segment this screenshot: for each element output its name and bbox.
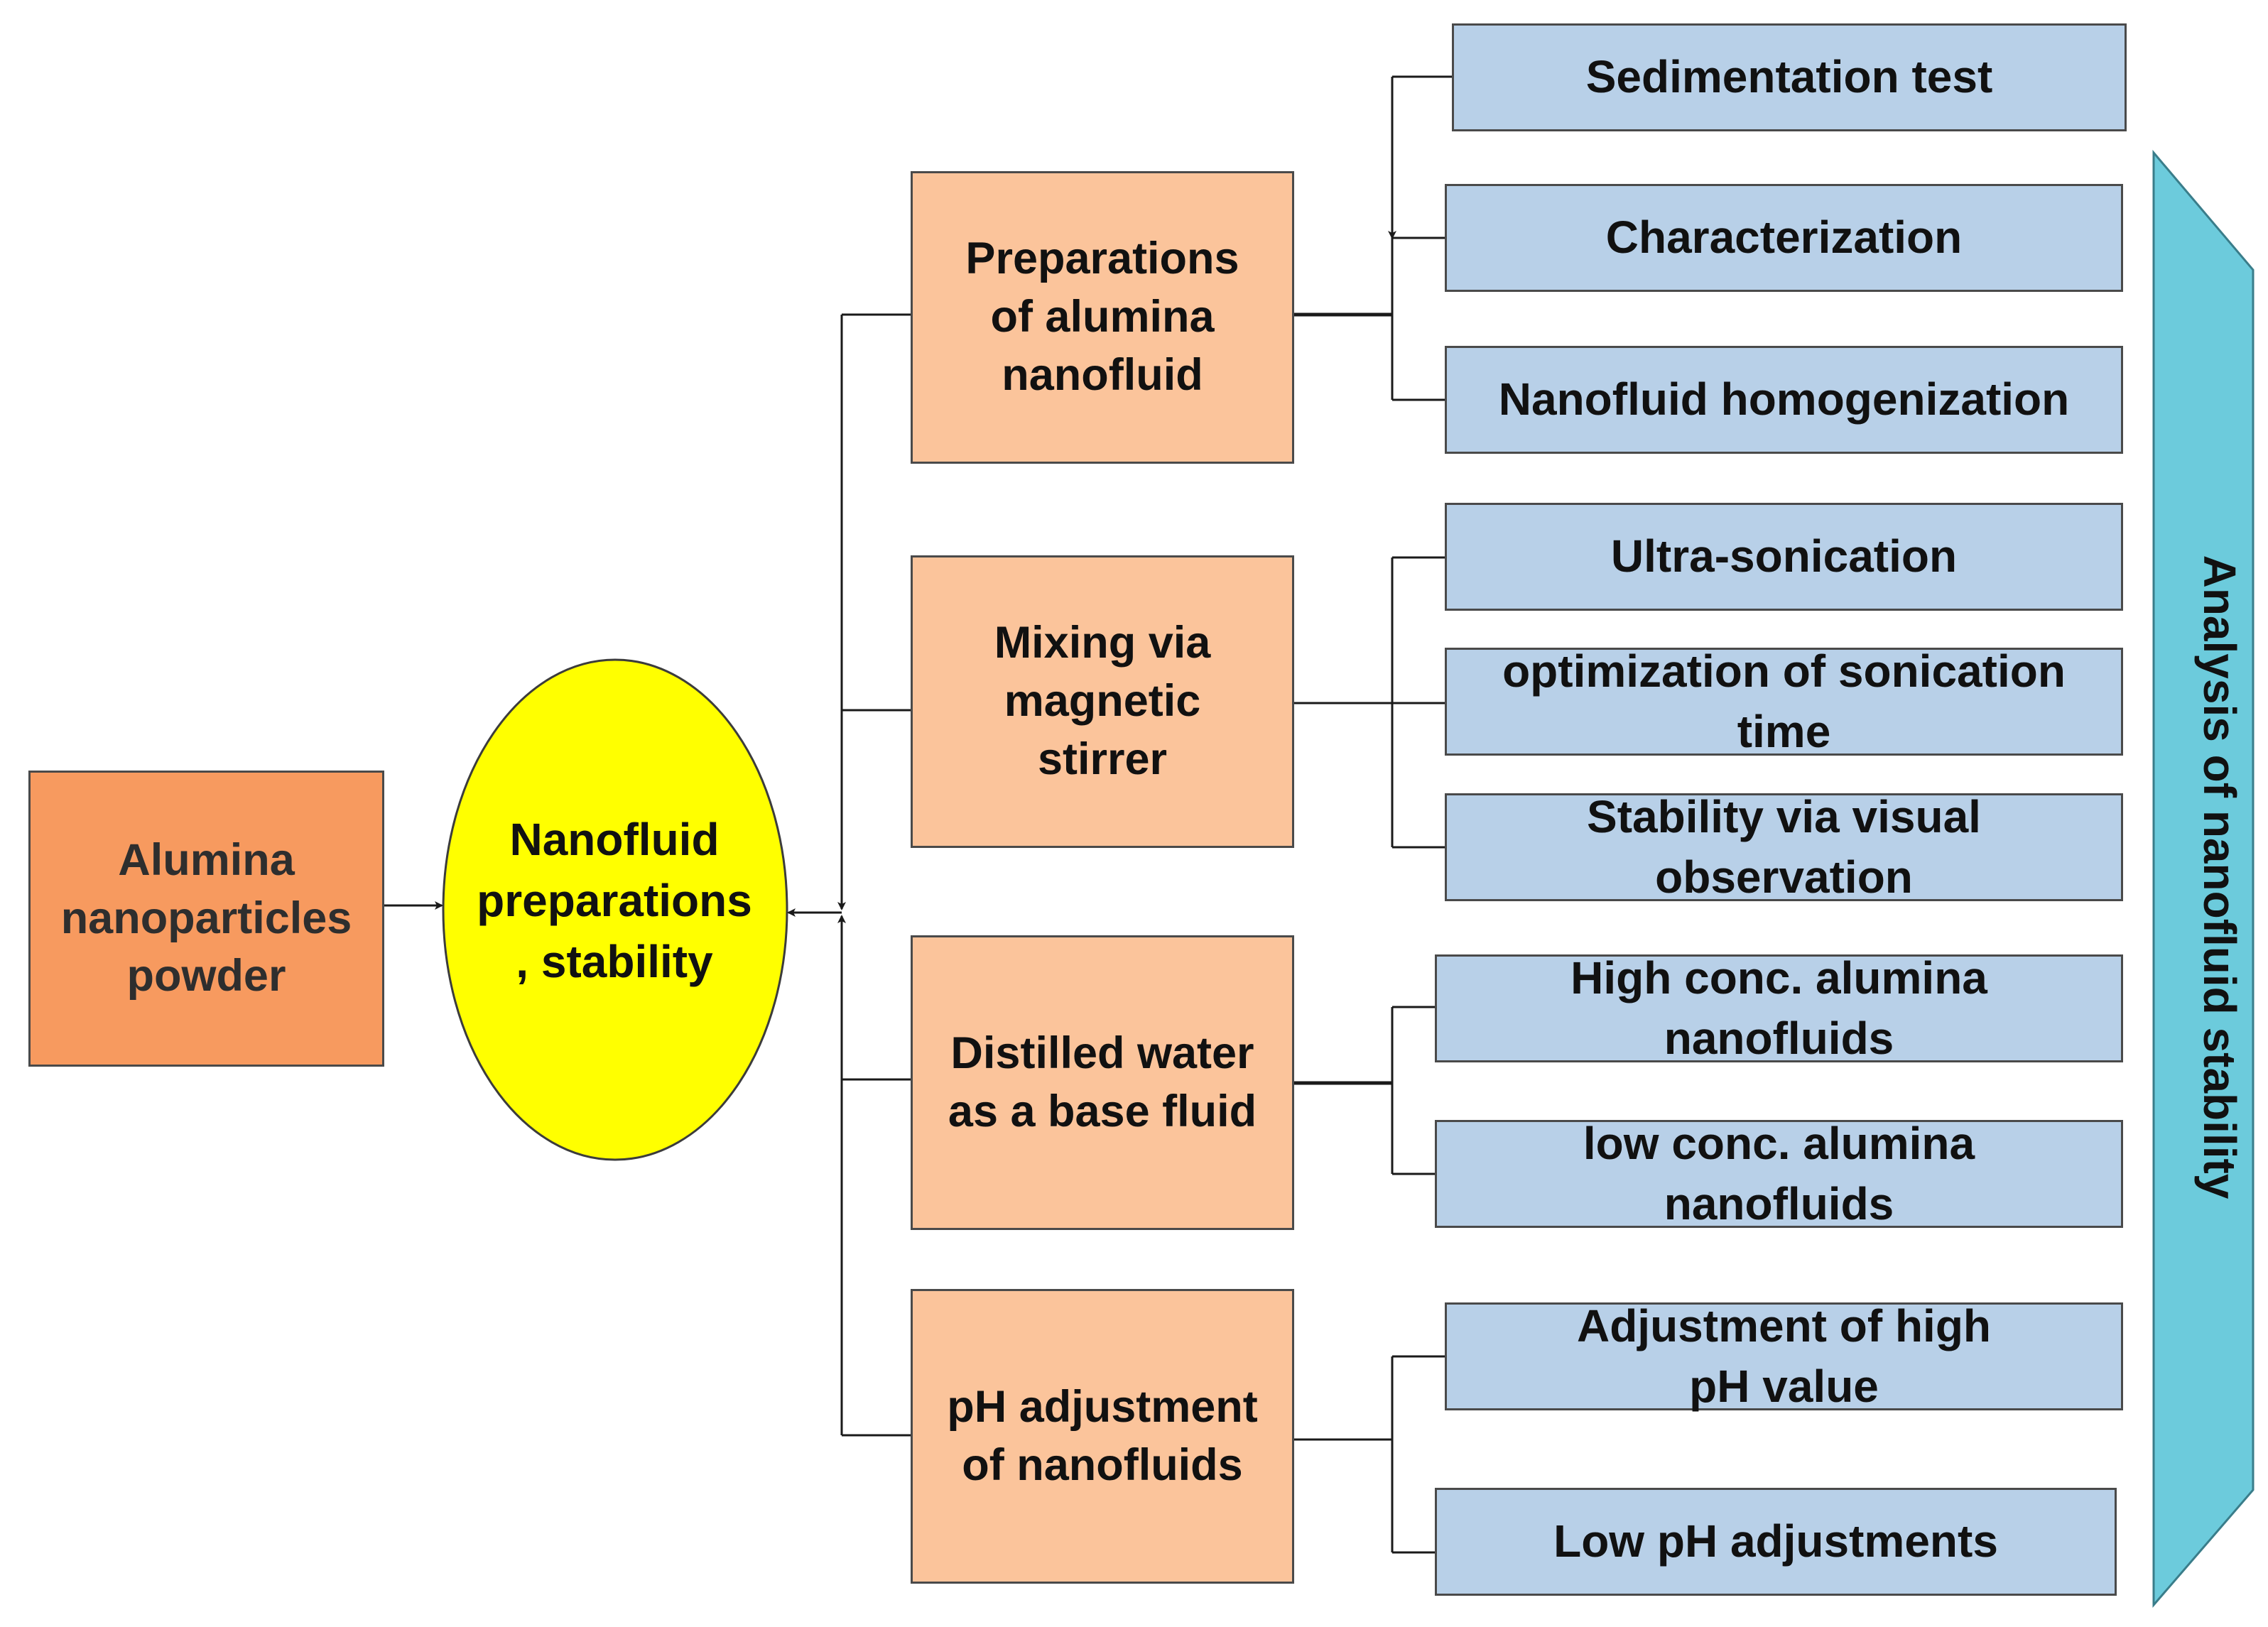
leaf-sedimentation-test: Sedimentation test: [1452, 23, 2127, 131]
step-mixing: Mixing via magnetic stirrer: [911, 555, 1294, 848]
leaf-optimization-sonication-time: optimization of sonication time: [1445, 646, 2123, 757]
analysis-band-shape: [2152, 149, 2255, 1609]
leaf-low-conc: low conc. alumina nanofluids: [1435, 1118, 2123, 1229]
leaf-stability-visual-observation: Stability via visual observation: [1445, 791, 2123, 903]
step-distilled-water: Distilled water as a base fluid: [911, 935, 1294, 1230]
leaf-ultra-sonication: Ultra-sonication: [1445, 503, 2123, 611]
analysis-band-label: Analysis of nanofluid stability: [2194, 555, 2245, 1199]
center-label: Nanofluid preparations , stability: [477, 814, 752, 987]
leaf-homogenization: Nanofluid homogenization: [1445, 346, 2123, 454]
source-box: Alumina nanoparticles powder: [28, 771, 384, 1067]
leaf-low-ph: Low pH adjustments: [1435, 1488, 2117, 1596]
leaf-high-conc: High conc. alumina nanofluids: [1435, 952, 2123, 1064]
step-ph-adjustment: pH adjustment of nanofluids: [911, 1289, 1294, 1584]
step-preparation: Preparations of alumina nanofluid: [911, 171, 1294, 464]
leaf-high-ph: Adjustment of high pH value: [1445, 1300, 2123, 1412]
leaf-characterization: Characterization: [1445, 184, 2123, 292]
